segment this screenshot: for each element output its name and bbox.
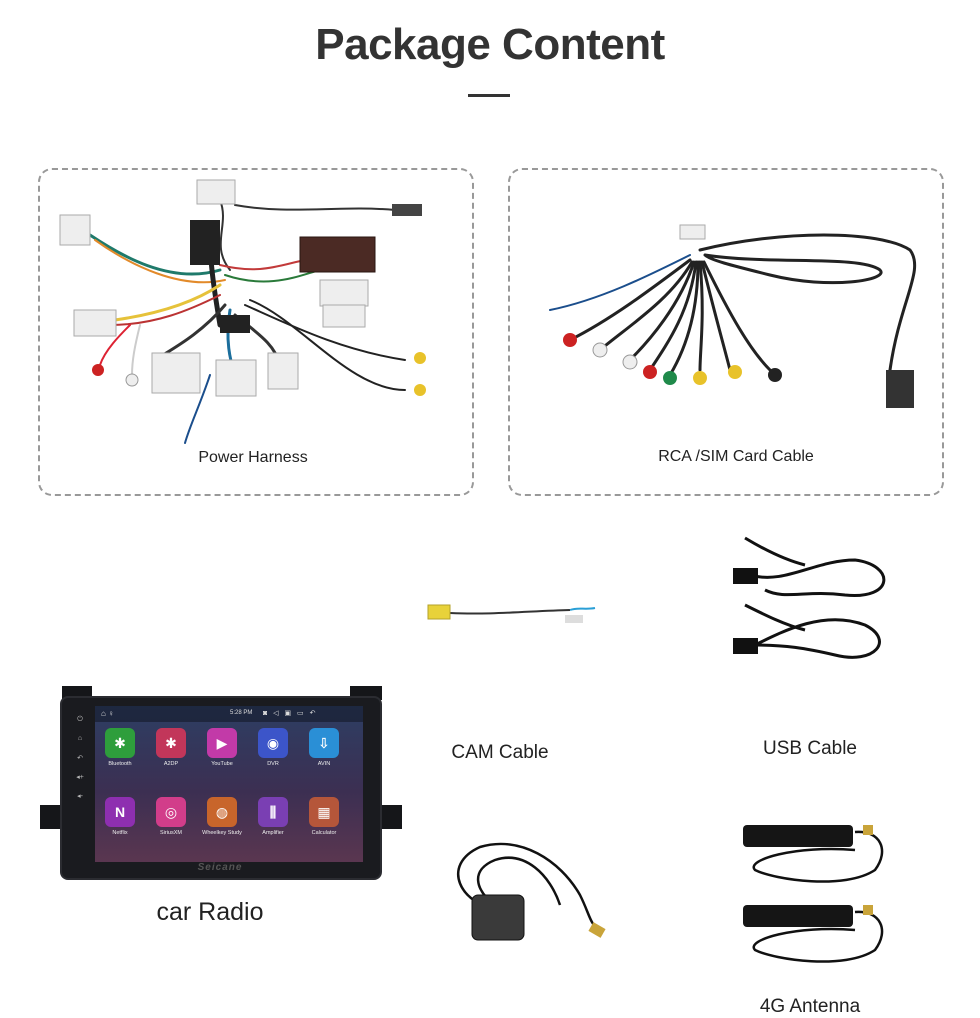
- radio-tab-right: [350, 686, 382, 700]
- usb-cable-image: [733, 536, 886, 659]
- cam-cable-image: [427, 604, 596, 623]
- app-netflix[interactable]: N Netflix: [98, 797, 142, 836]
- app-amplifier[interactable]: ⫼ Amplifier: [251, 797, 295, 836]
- app-label: SiriusXM: [159, 830, 182, 836]
- 4g-antenna-label: 4G Antenna: [759, 996, 861, 1017]
- youtube-icon: ▶: [207, 728, 237, 758]
- home-icon[interactable]: ⌂: [77, 735, 83, 742]
- power-harness-label: Power Harness: [198, 449, 308, 466]
- calculator-icon: ▦: [309, 797, 339, 827]
- app-a2dp[interactable]: ✱ A2DP: [149, 728, 193, 767]
- dvr-icon: ◉: [258, 728, 288, 758]
- clock: 5:28 PM: [230, 710, 253, 716]
- app-label: A2DP: [163, 761, 179, 767]
- app-label: Amplifier: [262, 830, 284, 836]
- radio-screen: ⌂ ♀ 5:28 PM ◙ ◁ ▣ ▭ ↶ ✱ Bluetooth ✱ A2DP ▶ Yo…: [95, 706, 363, 862]
- app-wheelkey-study[interactable]: ◍ Wheelkey Study: [200, 797, 244, 836]
- volume-up-icon[interactable]: ◂+: [76, 774, 84, 781]
- app-label: DVR: [267, 761, 279, 767]
- app-label: Bluetooth: [108, 761, 132, 767]
- app-calculator[interactable]: ▦ Calculator: [302, 797, 346, 836]
- radio-brand: Seicane: [197, 862, 243, 873]
- app-siriusxm[interactable]: ◎ SiriusXM: [149, 797, 193, 836]
- steering-wheel-icon: ◍: [207, 797, 237, 827]
- rca-sim-cable-image: [549, 224, 917, 408]
- gps-antenna-image: [457, 842, 606, 941]
- page-title: Package Content: [315, 20, 665, 69]
- app-label: Wheelkey Study: [202, 830, 242, 836]
- app-avin[interactable]: ⇩ AVIN: [302, 728, 346, 767]
- app-label: AVIN: [317, 761, 331, 767]
- rca-sim-cable-label: RCA /SIM Card Cable: [658, 448, 814, 465]
- app-youtube[interactable]: ▶ YouTube: [200, 728, 244, 767]
- app-dvr[interactable]: ◉ DVR: [251, 728, 295, 767]
- siriusxm-icon: ◎: [156, 797, 186, 827]
- app-label: Netflix: [112, 830, 128, 836]
- app-bluetooth[interactable]: ✱ Bluetooth: [98, 728, 142, 767]
- usb-cable-label: USB Cable: [763, 738, 857, 759]
- back-icon[interactable]: ↶: [77, 755, 83, 762]
- power-icon[interactable]: ⏻: [77, 716, 83, 723]
- bluetooth-icon: ✱: [105, 728, 135, 758]
- volume-down-icon[interactable]: ◂-: [77, 793, 83, 800]
- netflix-icon: N: [105, 797, 135, 827]
- radio-status-bar: ⌂ ♀ 5:28 PM ◙ ◁ ▣ ▭ ↶: [95, 706, 363, 722]
- cam-cable-label: CAM Cable: [451, 742, 549, 763]
- rca-sim-cable-box: [508, 168, 944, 496]
- radio-ear-right: [378, 805, 402, 829]
- status-icons: ◙ ◁ ▣ ▭ ↶: [263, 710, 318, 717]
- home-icon[interactable]: ⌂ ♀: [101, 709, 115, 718]
- app-label: Calculator: [311, 830, 337, 836]
- 4g-antenna-image: [743, 825, 884, 963]
- power-harness-image: [59, 179, 426, 444]
- car-radio-label: car Radio: [156, 898, 264, 926]
- app-label: YouTube: [211, 761, 233, 767]
- equalizer-icon: ⫼: [258, 797, 288, 827]
- title-underline: [468, 94, 510, 97]
- avin-icon: ⇩: [309, 728, 339, 758]
- radio-tab-left: [62, 686, 92, 700]
- bluetooth-audio-icon: ✱: [156, 728, 186, 758]
- radio-side-buttons: ⏻ ⌂ ↶ ◂+ ◂-: [73, 716, 87, 811]
- radio-ear-left: [40, 805, 64, 829]
- power-harness-box: [38, 168, 474, 496]
